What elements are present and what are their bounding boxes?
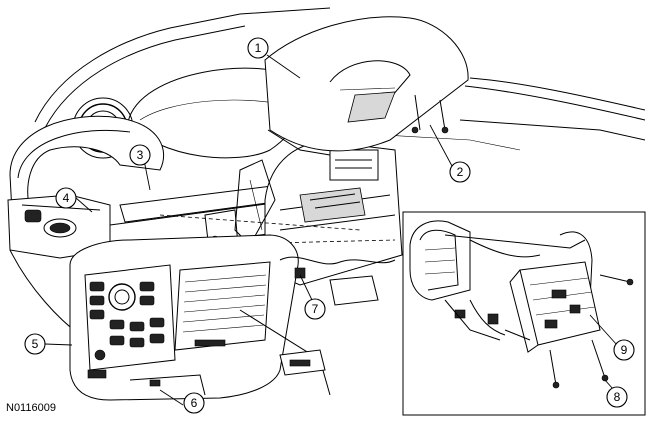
- callout-8: 8: [606, 386, 628, 408]
- callout-4: 4: [55, 187, 77, 209]
- callout-3: 3: [129, 144, 151, 166]
- callout-6: 6: [183, 392, 205, 414]
- callout-8-label: 8: [614, 390, 621, 404]
- leader-9: [589, 314, 618, 346]
- callout-5: 5: [24, 333, 46, 355]
- figure-id-label: N0116009: [6, 402, 56, 414]
- callout-9-label: 9: [621, 343, 628, 357]
- leader-2: [429, 124, 453, 167]
- callout-5-label: 5: [32, 337, 39, 351]
- leader-4: [75, 197, 93, 213]
- leader-6: [159, 389, 184, 406]
- leader-lines: [44, 54, 618, 406]
- callout-1-label: 1: [255, 41, 262, 55]
- callout-9: 9: [613, 339, 635, 361]
- callout-4-label: 4: [63, 191, 70, 205]
- callout-1: 1: [247, 37, 269, 59]
- callout-3-label: 3: [137, 148, 144, 162]
- callout-6-label: 6: [191, 396, 198, 410]
- callout-2: 2: [449, 161, 471, 183]
- leader-1: [266, 54, 301, 79]
- callout-2-label: 2: [457, 165, 464, 179]
- leader-7: [299, 274, 313, 301]
- leader-3: [143, 159, 151, 191]
- callout-7: 7: [304, 298, 326, 320]
- callout-7-label: 7: [312, 302, 319, 316]
- leader-5: [44, 343, 73, 346]
- inset-detail-view: [402, 211, 646, 416]
- leader-8: [604, 379, 614, 390]
